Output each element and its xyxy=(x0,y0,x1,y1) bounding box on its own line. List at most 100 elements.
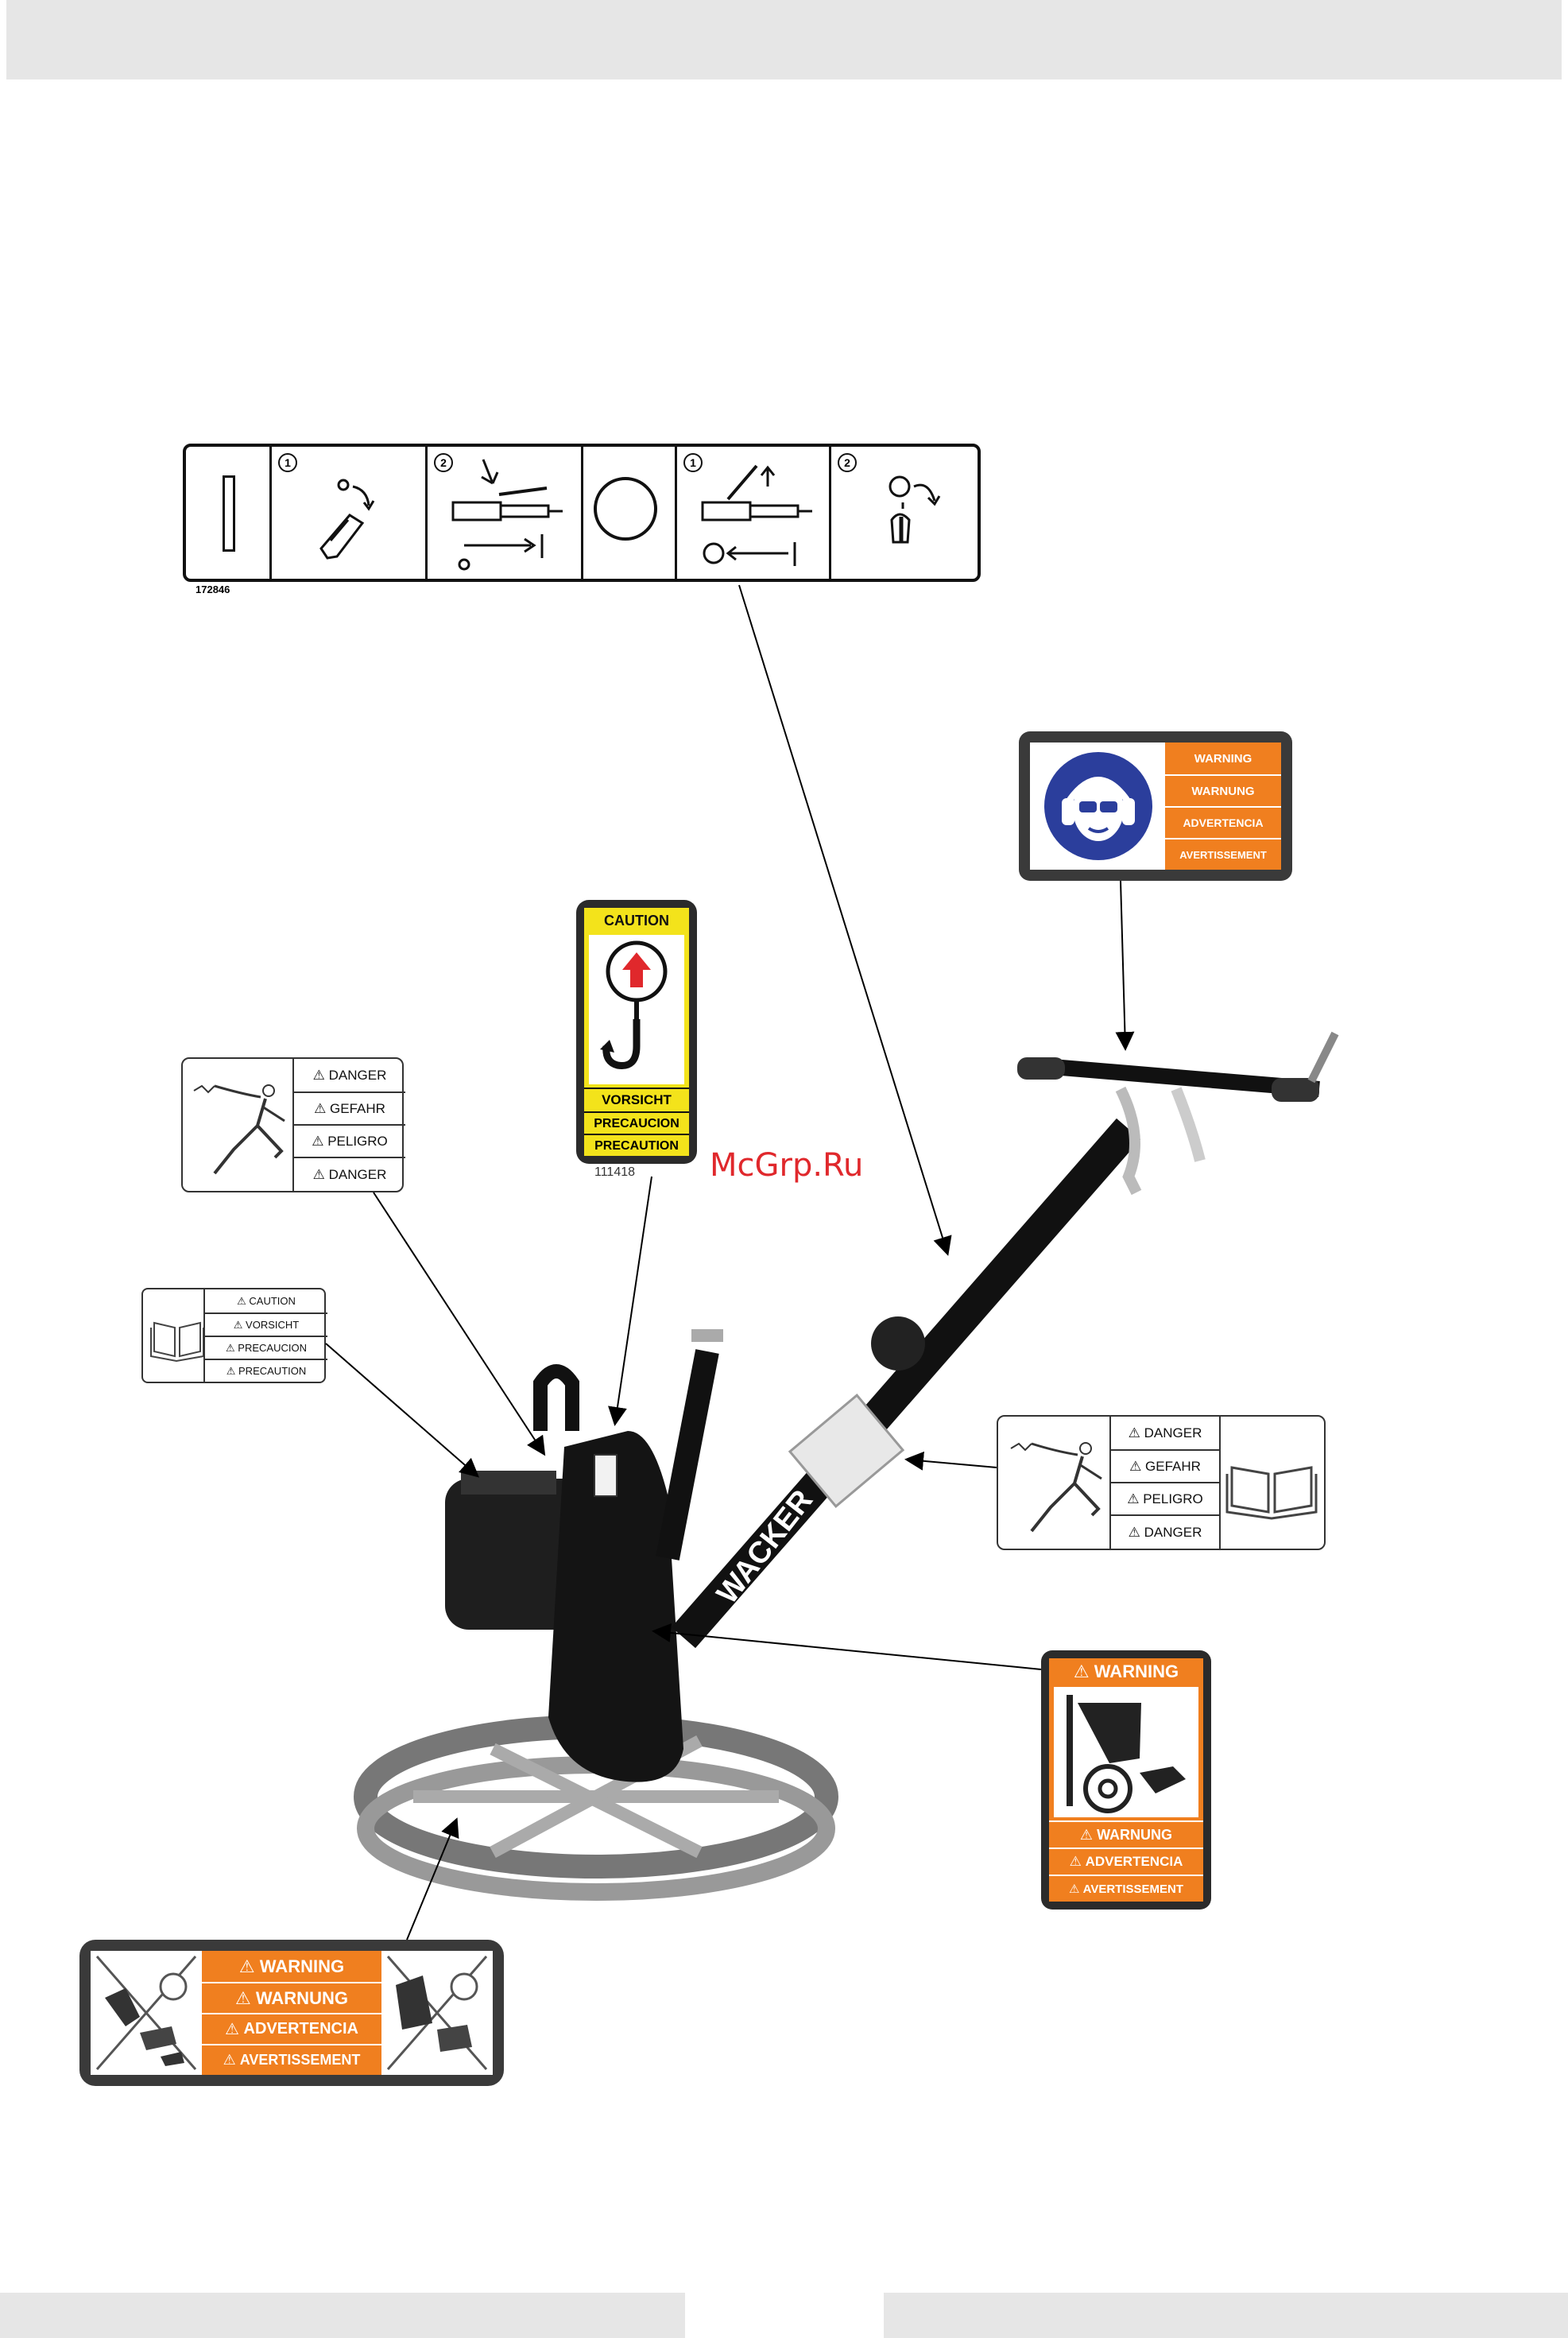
label-row-text: GEFAHR xyxy=(330,1100,385,1116)
belt-label-header-text: WARNING xyxy=(1094,1661,1179,1681)
label-row-text: DANGER xyxy=(328,1067,387,1083)
ppe-label-face: WARNING WARNUNG ADVERTENCIA AVERTISSEMEN… xyxy=(1030,742,1281,870)
ring-label-face: ⚠ WARNING ⚠ WARNUNG ⚠ ADVERTENCIA ⚠ AVER… xyxy=(91,1951,493,2075)
footer-bar-right xyxy=(884,2293,1568,2338)
lever-push-icon xyxy=(451,459,563,571)
label-row: ⚠ DANGER xyxy=(312,1067,387,1083)
step-number: 2 xyxy=(434,453,453,472)
label-row: ADVERTENCIA xyxy=(1165,806,1281,838)
electric-shock-label-left: ⚠ DANGER ⚠ GEFAHR ⚠ PELIGRO ⚠ DANGER xyxy=(181,1057,405,1192)
label-row-text: GEFAHR xyxy=(1145,1458,1201,1474)
label-row: ⚠ PELIGRO xyxy=(1111,1482,1219,1514)
step-1-off-cell: 1 xyxy=(677,447,831,579)
on-symbol-icon xyxy=(223,475,235,552)
manual-label-text-panel: ⚠ CAUTION ⚠ VORSICHT ⚠ PRECAUCION ⚠ PREC… xyxy=(203,1289,327,1382)
lifting-label-part-number: 111418 xyxy=(594,1165,636,1179)
lever-pull-icon xyxy=(701,464,812,566)
label-row: ⚠ PRECAUTION xyxy=(205,1359,327,1382)
control-decal: 1 2 1 xyxy=(183,444,981,582)
step-number: 2 xyxy=(838,453,857,472)
electric-label-text-panel: ⚠ DANGER ⚠ GEFAHR ⚠ PELIGRO ⚠ DANGER xyxy=(1109,1417,1221,1549)
label-row-text: AVERTISSEMENT xyxy=(239,2052,361,2068)
lifting-point-label: CAUTION VORSICHT PRECAUCION PRECAUTION xyxy=(576,900,697,1164)
label-row: PRECAUTION xyxy=(584,1134,689,1157)
hand-blade-hazard-icon xyxy=(386,1956,488,2070)
label-row-text: PELIGRO xyxy=(1143,1491,1203,1506)
label-row: ⚠ DANGER xyxy=(1128,1425,1202,1440)
step-2-off-cell: 2 xyxy=(831,447,984,579)
electric-label-text-panel: ⚠ DANGER ⚠ GEFAHR ⚠ PELIGRO ⚠ DANGER xyxy=(292,1059,405,1191)
step-number: 1 xyxy=(683,453,703,472)
label-row: ⚠ ADVERTENCIA xyxy=(202,2013,381,2044)
electric-shock-icon xyxy=(1010,1442,1102,1533)
label-row-text: ADVERTENCIA xyxy=(1085,1854,1183,1869)
label-row-text: DANGER xyxy=(1144,1524,1202,1540)
knob-close-icon xyxy=(889,475,941,544)
foot-blade-hazard-icon xyxy=(95,1956,197,2070)
label-row-text: WARNING xyxy=(259,1956,345,1976)
power-trowel-illustration: WACKER xyxy=(354,1031,1339,1901)
operator-manual-icon xyxy=(1225,1466,1318,1520)
handlebar xyxy=(1032,1057,1320,1097)
step-2-on-cell: 2 xyxy=(428,447,583,579)
label-row-text: WARNUNG xyxy=(255,1987,348,2008)
label-row: ⚠ WARNING xyxy=(202,1951,381,1982)
label-row-text: DANGER xyxy=(328,1166,387,1182)
belt-label-header: ⚠ WARNING xyxy=(1073,1661,1179,1681)
belt-label-face: ⚠ WARNING ⚠ WARNUNG ⚠ ADVERTENCIA ⚠ AVER… xyxy=(1049,1658,1203,1902)
lifting-label-header: CAUTION xyxy=(604,913,669,929)
label-row-text: PRECAUCION xyxy=(238,1342,307,1354)
label-row-text: DANGER xyxy=(1144,1425,1202,1440)
decal-part-number: 172846 xyxy=(196,584,230,595)
step-number: 1 xyxy=(278,453,297,472)
label-row: PRECAUCION xyxy=(584,1111,689,1135)
brand-decal: WACKER xyxy=(710,1484,819,1611)
label-row: ⚠ PRECAUCION xyxy=(205,1336,327,1359)
label-row: ⚠ DANGER xyxy=(294,1157,405,1191)
label-row: ⚠ WARNUNG xyxy=(202,1982,381,2013)
label-row-text: WARNUNG xyxy=(1097,1826,1173,1843)
step-1-on-cell: 1 xyxy=(272,447,428,579)
ppe-label-text-panel: WARNING WARNUNG ADVERTENCIA AVERTISSEMEN… xyxy=(1165,742,1281,870)
belt-guard xyxy=(548,1431,683,1782)
label-row-text: ADVERTENCIA xyxy=(243,2020,358,2038)
label-row-text: PELIGRO xyxy=(327,1133,388,1149)
lifting-label-face: CAUTION VORSICHT PRECAUCION PRECAUTION xyxy=(584,908,689,1156)
belt-hazard-panel xyxy=(1054,1687,1198,1817)
ear-eye-protection-icon xyxy=(1044,752,1152,860)
electric-shock-label-right: ⚠ DANGER ⚠ GEFAHR ⚠ PELIGRO ⚠ DANGER xyxy=(997,1415,1326,1550)
label-row: ⚠ AVERTISSEMENT xyxy=(202,2044,381,2075)
label-row: ⚠ PELIGRO xyxy=(294,1124,405,1157)
label-row: AVERTISSEMENT xyxy=(1165,838,1281,870)
ring-label-text-panel: ⚠ WARNING ⚠ WARNUNG ⚠ ADVERTENCIA ⚠ AVER… xyxy=(202,1951,381,2075)
label-row: VORSICHT xyxy=(584,1088,689,1111)
operator-handle xyxy=(671,1118,1141,1649)
label-row: WARNUNG xyxy=(1165,774,1281,806)
label-row: ⚠ ADVERTENCIA xyxy=(1049,1848,1203,1875)
footer-bar-left xyxy=(0,2293,685,2338)
read-manual-label-left: ⚠ CAUTION ⚠ VORSICHT ⚠ PRECAUCION ⚠ PREC… xyxy=(141,1288,327,1383)
label-row: ⚠ AVERTISSEMENT xyxy=(1049,1875,1203,1902)
label-row-text: VORSICHT xyxy=(246,1319,300,1331)
label-row: ⚠ GEFAHR xyxy=(294,1091,405,1124)
belt-hand-hazard-icon xyxy=(1067,1695,1186,1813)
label-row: ⚠ DANGER xyxy=(1111,1514,1219,1549)
label-row-text: CAUTION xyxy=(249,1295,296,1307)
belt-entanglement-label: ⚠ WARNING ⚠ WARNUNG ⚠ ADVERTENCIA ⚠ AVER… xyxy=(1041,1650,1211,1910)
label-row: ⚠ WARNUNG xyxy=(1049,1820,1203,1848)
operator-manual-icon xyxy=(150,1321,204,1363)
lifting-ring xyxy=(533,1364,579,1431)
off-switch-cell xyxy=(583,447,677,579)
label-row-text: AVERTISSEMENT xyxy=(1082,1882,1184,1896)
label-row: ⚠ VORSICHT xyxy=(205,1312,327,1336)
ppe-warning-label: WARNING WARNUNG ADVERTENCIA AVERTISSEMEN… xyxy=(1019,731,1292,881)
label-row: ⚠ CAUTION xyxy=(237,1294,296,1308)
lifting-hook-panel xyxy=(589,935,684,1084)
header-bar xyxy=(6,0,1562,79)
label-row: ⚠ GEFAHR xyxy=(1111,1449,1219,1482)
label-row: WARNING xyxy=(1165,742,1281,774)
label-row-text: PRECAUTION xyxy=(238,1365,307,1377)
off-symbol-icon xyxy=(594,477,657,541)
knob-turn-icon xyxy=(319,479,375,560)
crane-hook-icon xyxy=(600,940,668,1069)
